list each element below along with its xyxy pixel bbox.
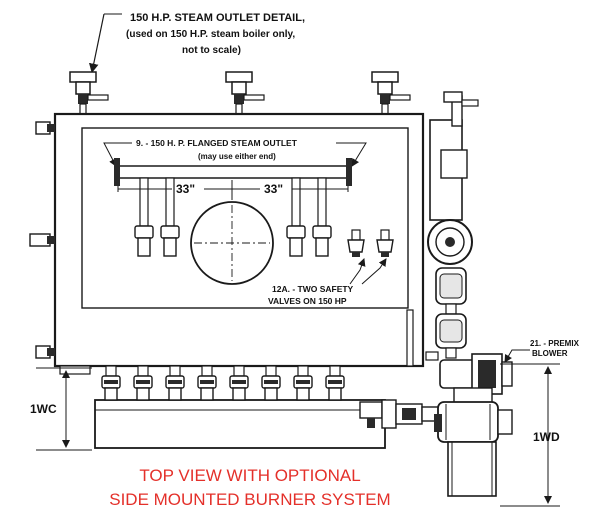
flanged-outlet-sublabel: (may use either end) bbox=[198, 152, 276, 161]
caption-line1: TOP VIEW WITH OPTIONAL bbox=[139, 466, 360, 485]
top-valve-left bbox=[69, 71, 109, 115]
dimension-right-33: 33" bbox=[264, 182, 283, 196]
header-leader-arrow bbox=[89, 13, 105, 74]
steam-riser-pipes bbox=[134, 177, 332, 257]
safety-valves-line2: VALVES ON 150 HP bbox=[268, 296, 347, 306]
premix-blower-line2: BLOWER bbox=[532, 349, 568, 358]
body-bottom-stubs bbox=[406, 309, 414, 367]
flanged-outlet-label: 9. - 150 H. P. FLANGED STEAM OUTLET bbox=[136, 138, 298, 148]
top-valve-middle bbox=[225, 71, 265, 115]
premix-blower bbox=[439, 353, 513, 405]
dimension-1wd-label: 1WD bbox=[533, 430, 560, 444]
tube-fittings-row bbox=[101, 365, 345, 401]
header-note: 150 H.P. STEAM OUTLET DETAIL, (used on 1… bbox=[89, 12, 305, 74]
dimension-1wd bbox=[500, 363, 560, 507]
gas-pressure-gauge bbox=[427, 219, 473, 265]
tube-fitting bbox=[325, 365, 345, 401]
tube-fitting bbox=[101, 365, 121, 401]
top-valve-right bbox=[371, 71, 411, 115]
dimension-1wc bbox=[36, 367, 92, 451]
safety-arrow-left bbox=[349, 258, 366, 285]
safety-valve-right bbox=[376, 229, 394, 257]
outlet-arrow-right bbox=[336, 142, 367, 167]
caption-line2: SIDE MOUNTED BURNER SYSTEM bbox=[109, 490, 390, 509]
outlet-arrow-left bbox=[103, 142, 132, 167]
gas-regulator bbox=[435, 267, 467, 315]
dimension-1wc-label: 1WC bbox=[30, 402, 57, 416]
flanged-header-pipe bbox=[114, 158, 352, 186]
burner-gas-connection bbox=[359, 399, 441, 429]
header-note-line1: 150 H.P. STEAM OUTLET DETAIL, bbox=[130, 12, 305, 24]
center-dimension bbox=[117, 180, 349, 200]
header-note-line2: (used on 150 H.P. steam boiler only, bbox=[126, 29, 295, 40]
header-note-line3: not to scale) bbox=[182, 45, 241, 56]
safety-valves-line1: 12A. - TWO SAFETY bbox=[272, 284, 354, 294]
premix-blower-line1: 21. - PREMIX bbox=[530, 339, 580, 348]
right-vertical-column bbox=[429, 91, 479, 221]
safety-arrow-right bbox=[361, 258, 387, 285]
tube-fitting bbox=[261, 365, 281, 401]
premix-arrow bbox=[504, 349, 530, 363]
tube-fitting bbox=[293, 365, 313, 401]
dimension-left-33: 33" bbox=[176, 182, 195, 196]
gas-valve-lower bbox=[425, 313, 467, 361]
manway-circle bbox=[190, 201, 274, 285]
lower-header-pipe bbox=[94, 399, 386, 449]
tube-fitting bbox=[197, 365, 217, 401]
burner-housing bbox=[434, 401, 513, 497]
tube-fitting bbox=[165, 365, 185, 401]
tube-fitting bbox=[229, 365, 249, 401]
left-bottom-stub bbox=[59, 365, 91, 375]
left-side-fittings bbox=[29, 121, 55, 359]
tube-fitting bbox=[133, 365, 153, 401]
safety-valve-left bbox=[347, 229, 365, 257]
